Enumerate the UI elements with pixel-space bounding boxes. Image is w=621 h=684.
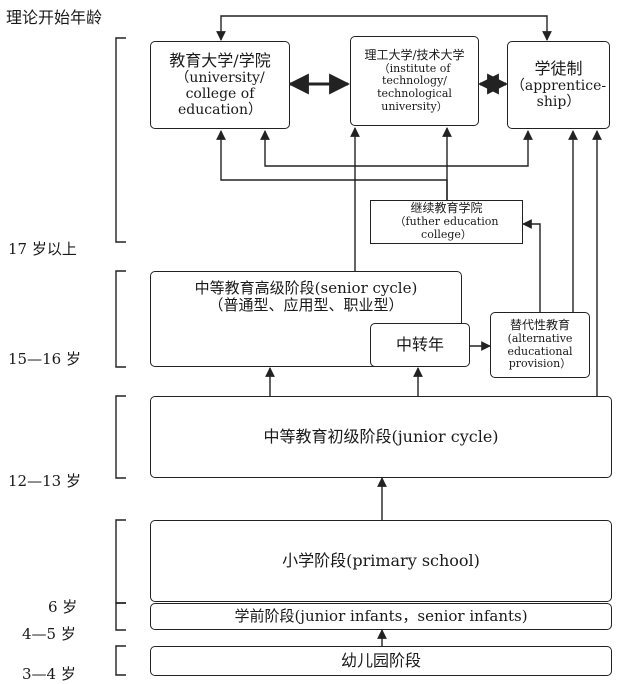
age-axis-title: 理论开始年龄 [6,8,103,27]
transition-year-box: 中转年 [370,323,470,367]
institute-cn: 理工大学/技术大学 [364,47,465,62]
university-en2: college of [185,86,255,103]
further-college-en: （futher education college） [394,215,499,241]
age-label-6: 6 岁 [48,598,78,616]
alternative-en1: (alternative [507,331,573,345]
institute-box: 理工大学/技术大学 （institute of technology/ tech… [350,36,479,126]
age-label-17: 17 岁以上 [8,240,77,258]
fe-to-appr [447,130,533,167]
further-college-box: 继续教育学院 （futher education college） [370,200,523,244]
institute-en1: （institute of [378,61,451,75]
age-label-3: 3—4 岁 [22,665,76,683]
age-bracket-6 [115,519,126,604]
transition-year-label: 中转年 [395,334,444,354]
age-label-4: 4—5 岁 [22,625,76,643]
university-box: 教育大学/学院 （university/ college of educatio… [150,41,290,129]
age-bracket-4 [115,602,126,631]
institute-en3: technological [377,86,452,100]
institute-en2: technology/ [382,74,447,88]
top-link [216,15,552,41]
institute-en4: university） [381,99,448,113]
university-cn: 教育大学/学院 [169,50,271,70]
alternative-box: 替代性教育 (alternative educational provision… [490,312,590,378]
apprenticeship-en2: ship） [536,94,581,111]
apprenticeship-cn: 学徒制 [534,58,583,78]
alternative-en2: educational [507,344,573,358]
kindergarten-box: 幼儿园阶段 [150,646,612,676]
fe-to-uni-upper [260,130,447,167]
age-label-12: 12—13 岁 [8,472,81,490]
preschool-label: 学前阶段(junior infants，senior infants) [234,606,528,625]
junior-cycle-box: 中等教育初级阶段(junior cycle) [150,396,612,478]
age-label-15: 15—16 岁 [8,350,81,368]
further-college-cn: 继续教育学院 [410,201,483,216]
kindergarten-label: 幼儿园阶段 [340,650,421,670]
age-bracket-3 [115,645,126,676]
apprenticeship-en1: （apprentice- [510,78,607,95]
primary-box: 小学阶段(primary school) [150,520,612,602]
age-bracket-17 [115,37,126,243]
alternative-cn: 替代性教育 [509,318,570,333]
apprenticeship-box: 学徒制 （apprentice- ship） [507,41,610,129]
age-bracket-12 [115,395,126,479]
senior-cycle-line2: （普通型、应用型、职业型） [208,296,404,315]
senior-cycle-line1: 中等教育高级阶段(senior cycle) [194,279,418,297]
university-en1: （university/ [175,70,265,87]
age-bracket-15 [115,270,126,368]
junior-cycle-label: 中等教育初级阶段(junior cycle) [263,426,499,446]
primary-label: 小学阶段(primary school) [282,550,480,570]
preschool-box: 学前阶段(junior infants，senior infants) [150,603,612,630]
alt-to-fe [522,219,541,312]
alternative-en3: provision） [508,357,572,371]
university-en3: education） [178,102,262,119]
